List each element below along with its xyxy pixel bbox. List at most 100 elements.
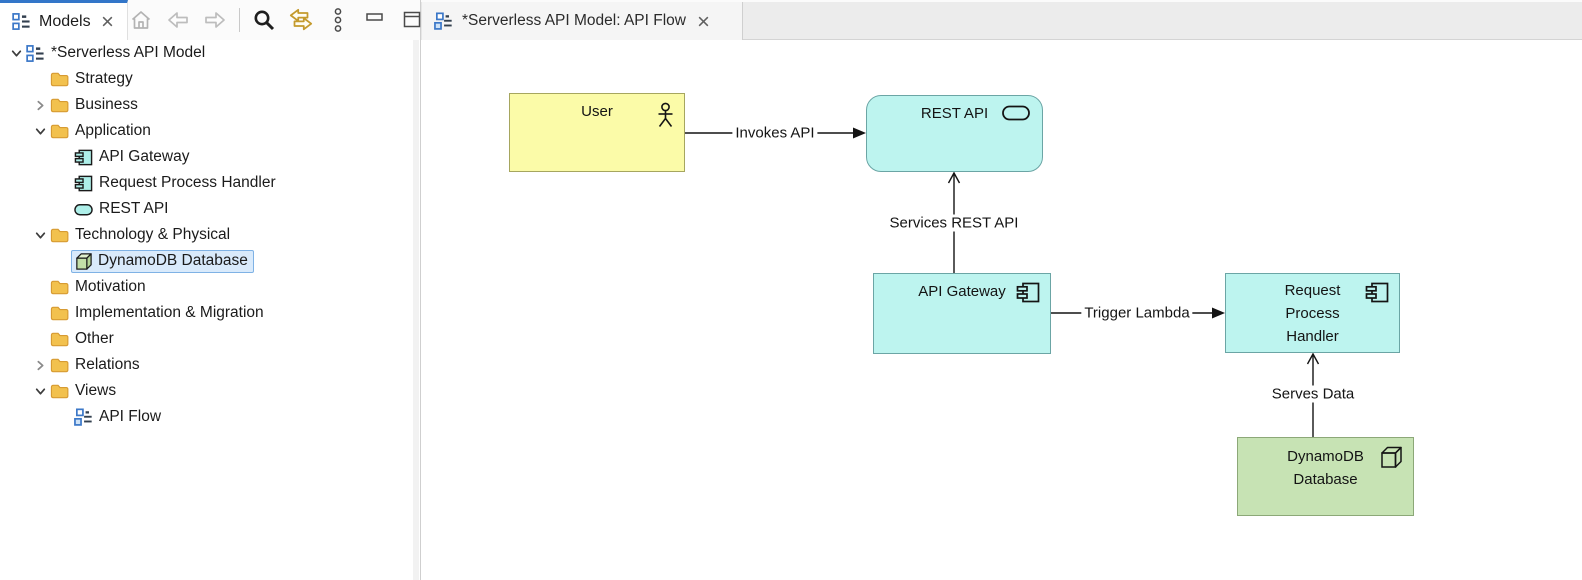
relation-label-invokes-api[interactable]: Invokes API bbox=[732, 124, 818, 142]
editor-tab-label: *Serverless API Model: API Flow bbox=[462, 12, 686, 29]
folder-icon bbox=[50, 356, 69, 375]
relation-label-trigger-lambda[interactable]: Trigger Lambda bbox=[1081, 304, 1193, 322]
application-component-icon bbox=[1016, 282, 1040, 303]
tree-item-views[interactable]: Views bbox=[0, 378, 413, 404]
folder-icon bbox=[50, 122, 69, 141]
node-dynamodb-database[interactable]: DynamoDB Database bbox=[1237, 437, 1414, 516]
search-icon[interactable] bbox=[251, 7, 277, 33]
node-label: DynamoDB Database bbox=[1287, 448, 1364, 488]
node-label: Request Process Handler bbox=[1284, 282, 1341, 345]
node-user[interactable]: User bbox=[509, 93, 685, 172]
diagram-view-icon bbox=[74, 408, 93, 427]
tree-item-label: Implementation & Migration bbox=[75, 304, 264, 321]
technology-node-icon bbox=[1381, 446, 1402, 468]
tree-item-label: *Serverless API Model bbox=[51, 44, 206, 61]
application-component-icon bbox=[74, 148, 93, 167]
application-component-icon bbox=[1365, 282, 1389, 303]
models-tab-label: Models bbox=[39, 12, 91, 30]
chevron-spacer bbox=[30, 329, 50, 349]
model-icon bbox=[26, 44, 45, 63]
chevron-spacer bbox=[30, 303, 50, 323]
tree-item-api-flow[interactable]: API Flow bbox=[0, 404, 413, 430]
folder-icon bbox=[50, 304, 69, 323]
tree-item-label: Other bbox=[75, 330, 114, 347]
chevron-down-icon[interactable] bbox=[30, 381, 50, 401]
chevron-spacer bbox=[30, 277, 50, 297]
tree-item-label: Application bbox=[75, 122, 151, 139]
tree-item-label: Business bbox=[75, 96, 138, 113]
models-tree-icon bbox=[12, 12, 31, 31]
view-menu-icon[interactable] bbox=[325, 7, 351, 33]
folder-icon bbox=[50, 96, 69, 115]
node-label: API Gateway bbox=[918, 283, 1006, 300]
folder-icon bbox=[50, 226, 69, 245]
node-request-process-handler[interactable]: Request Process Handler bbox=[1225, 273, 1400, 353]
models-panel: Models bbox=[0, 0, 421, 580]
tree-item-other[interactable]: Other bbox=[0, 326, 413, 352]
folder-icon bbox=[50, 330, 69, 349]
editor-tabbar: *Serverless API Model: API Flow bbox=[421, 0, 1582, 40]
minimize-icon[interactable] bbox=[362, 7, 388, 33]
business-actor-icon bbox=[658, 102, 673, 127]
relation-label-serves-data[interactable]: Serves Data bbox=[1268, 385, 1358, 403]
chevron-spacer bbox=[30, 69, 50, 89]
node-label: User bbox=[581, 103, 613, 120]
tree-item-label: DynamoDB Database bbox=[98, 252, 248, 269]
node-label: REST API bbox=[920, 105, 989, 122]
editor-tab-close-icon[interactable] bbox=[695, 12, 713, 30]
application-component-icon bbox=[74, 174, 93, 193]
chevron-right-icon[interactable] bbox=[30, 95, 50, 115]
node-api-gateway[interactable]: API Gateway bbox=[873, 273, 1051, 354]
diagram-view-icon bbox=[434, 12, 453, 31]
back-icon[interactable] bbox=[165, 7, 191, 33]
tree-item-request-process-handler[interactable]: Request Process Handler bbox=[0, 170, 413, 196]
tree-item-label: Strategy bbox=[75, 70, 133, 87]
tree-item-motivation[interactable]: Motivation bbox=[0, 274, 413, 300]
tree-item-label: REST API bbox=[99, 200, 169, 217]
application-service-icon bbox=[74, 200, 93, 219]
home-icon[interactable] bbox=[128, 7, 154, 33]
link-with-editor-icon[interactable] bbox=[288, 7, 314, 33]
tree-item-label: Relations bbox=[75, 356, 140, 373]
toolbar-separator bbox=[238, 8, 240, 32]
tree-item-label: Motivation bbox=[75, 278, 146, 295]
application-service-icon bbox=[1002, 105, 1030, 121]
maximize-icon[interactable] bbox=[399, 7, 425, 33]
chevron-right-icon[interactable] bbox=[30, 355, 50, 375]
tree-item-technology-physical[interactable]: Technology & Physical bbox=[0, 222, 413, 248]
tab-api-flow-view[interactable]: *Serverless API Model: API Flow bbox=[421, 2, 743, 40]
folder-icon bbox=[50, 70, 69, 89]
tree-item-relations[interactable]: Relations bbox=[0, 352, 413, 378]
tree-item-label: API Gateway bbox=[99, 148, 190, 165]
tree-scrollbar[interactable] bbox=[413, 40, 419, 580]
tab-models[interactable]: Models bbox=[0, 0, 128, 40]
tree-item-business[interactable]: Business bbox=[0, 92, 413, 118]
tree-item-label: Technology & Physical bbox=[75, 226, 231, 243]
chevron-down-icon[interactable] bbox=[6, 43, 26, 63]
models-toolbar bbox=[128, 0, 449, 40]
tree-item-implementation-migration[interactable]: Implementation & Migration bbox=[0, 300, 413, 326]
tree-item-api-gateway[interactable]: API Gateway bbox=[0, 144, 413, 170]
tree-item-application[interactable]: Application bbox=[0, 118, 413, 144]
tree-item-label: Views bbox=[75, 382, 117, 399]
folder-icon bbox=[50, 382, 69, 401]
forward-icon[interactable] bbox=[202, 7, 228, 33]
chevron-down-icon[interactable] bbox=[30, 121, 50, 141]
model-tree: *Serverless API Model Strategy Business … bbox=[0, 40, 413, 580]
models-tab-close-icon[interactable] bbox=[99, 13, 117, 31]
folder-icon bbox=[50, 278, 69, 297]
chevron-down-icon[interactable] bbox=[30, 225, 50, 245]
relation-label-services-rest-api[interactable]: Services REST API bbox=[886, 214, 1022, 232]
models-tabbar: Models bbox=[0, 0, 420, 40]
tree-item-rest-api[interactable]: REST API bbox=[0, 196, 413, 222]
tree-item-dynamodb-database[interactable]: DynamoDB Database bbox=[0, 248, 413, 274]
technology-node-icon bbox=[74, 252, 93, 271]
tree-item-strategy[interactable]: Strategy bbox=[0, 66, 413, 92]
selected-tree-item: DynamoDB Database bbox=[71, 249, 254, 273]
tree-item-label: Request Process Handler bbox=[99, 174, 276, 191]
diagram-canvas[interactable]: User REST API API Gateway bbox=[421, 40, 1582, 580]
node-rest-api[interactable]: REST API bbox=[866, 95, 1043, 172]
tree-item-model-root[interactable]: *Serverless API Model bbox=[0, 40, 413, 66]
diagram-editor: *Serverless API Model: API Flow bbox=[421, 0, 1582, 580]
